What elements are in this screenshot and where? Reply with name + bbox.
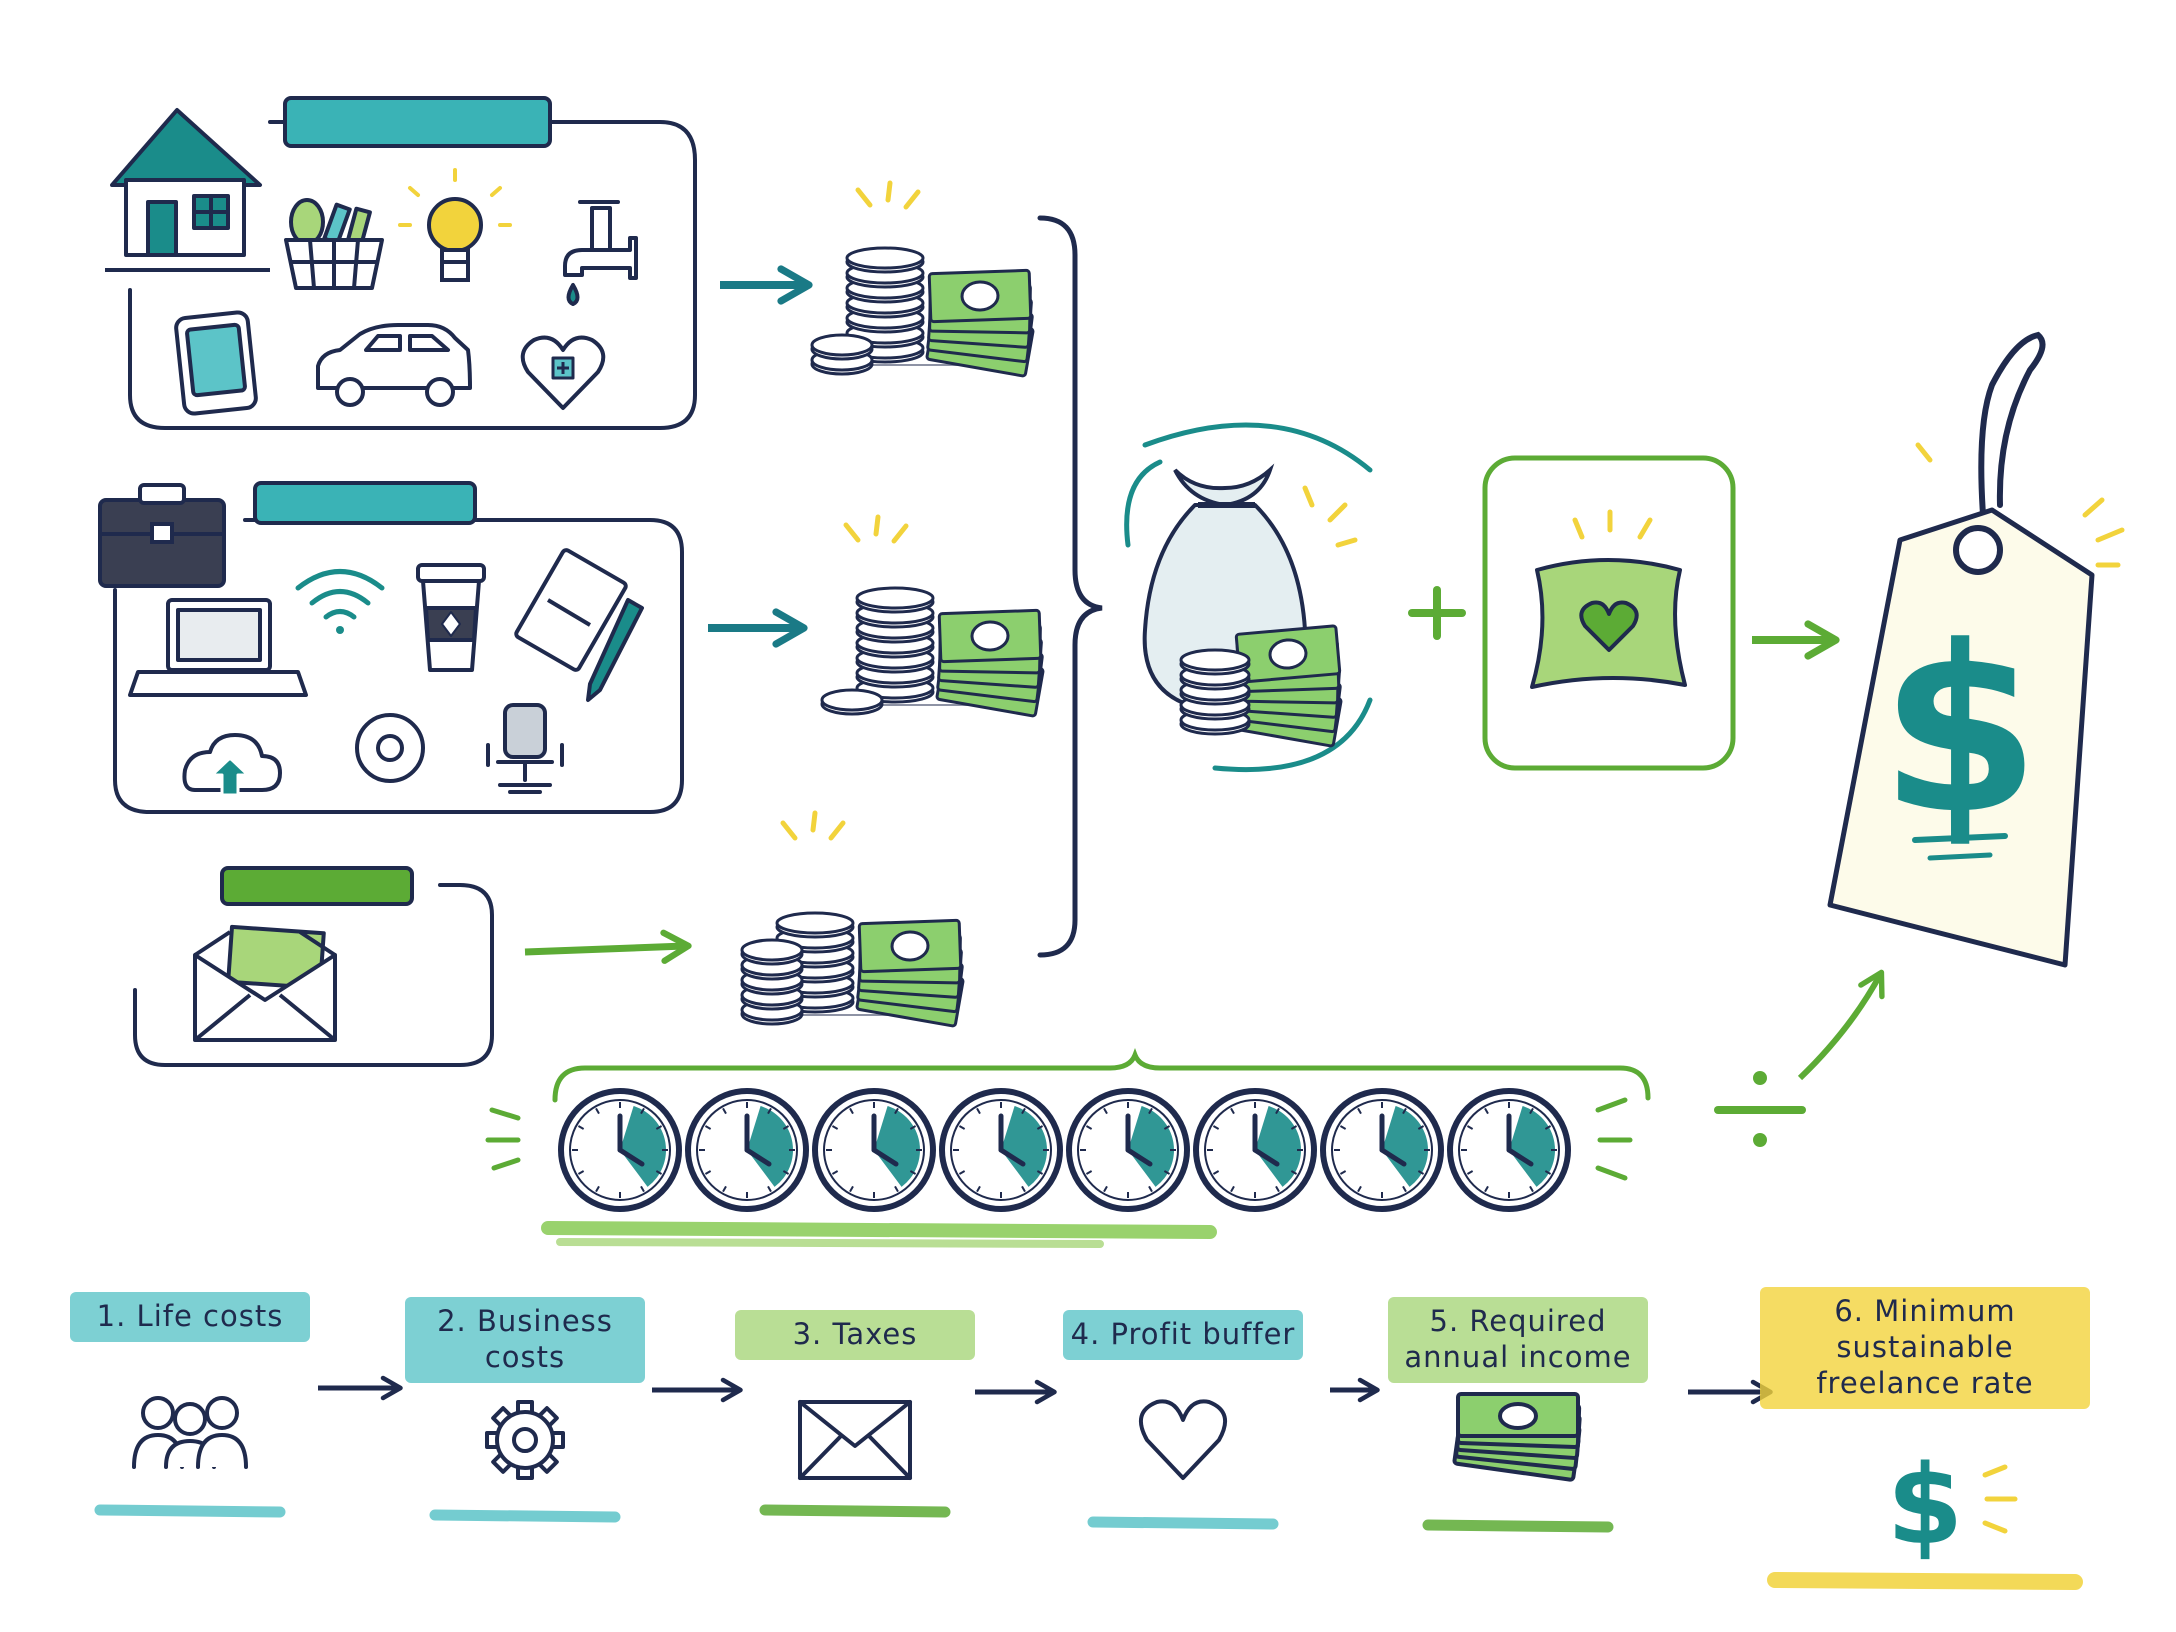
life-costs-title-bar	[283, 96, 552, 148]
step-highlight	[405, 1297, 645, 1383]
clock-icon	[1320, 1088, 1444, 1212]
step-underline	[1767, 1572, 2083, 1590]
spark-marks	[780, 180, 921, 841]
envelope-icon	[798, 1400, 912, 1480]
step-label: 5. Required	[1430, 1304, 1607, 1338]
coffee-cup-icon	[416, 563, 486, 672]
faucet-icon	[563, 200, 638, 306]
taxes-title-bar	[220, 866, 414, 906]
taxes-group	[133, 866, 494, 1067]
cash-icon	[1452, 1392, 1582, 1482]
clock-icon	[1447, 1088, 1571, 1212]
office-chair-icon	[486, 703, 564, 794]
wifi-icon	[295, 569, 385, 634]
heart-icon	[1138, 1399, 1228, 1480]
step-highlight	[1388, 1297, 1648, 1383]
price-tag-icon: $	[1827, 331, 2125, 968]
clock-icon	[558, 1088, 682, 1212]
lightbulb-icon	[398, 168, 512, 282]
briefcase-icon	[98, 483, 226, 588]
laptop-icon	[128, 598, 308, 697]
taxes-frame	[133, 883, 494, 1067]
business-costs-group	[98, 481, 684, 814]
heart-health-icon	[520, 335, 606, 410]
divide-to-tag-arrow	[1797, 969, 1885, 1081]
step-underline	[1422, 1519, 1614, 1533]
step-life: 1. Life costs	[70, 1292, 310, 1518]
step-underline	[429, 1509, 621, 1523]
step-label: 6. Minimum	[1834, 1294, 2015, 1328]
money-bag-icon	[1124, 422, 1373, 773]
svg-text:$: $	[1887, 1441, 1964, 1569]
sum-brace	[1037, 215, 1103, 958]
step-underline	[94, 1504, 286, 1518]
grocery-basket-icon	[284, 198, 384, 290]
pillow-heart-icon	[1530, 558, 1687, 689]
step-profit: 4. Profit buffer	[1063, 1310, 1303, 1530]
taxes-arrow	[524, 929, 692, 964]
taxes-money-stack	[740, 911, 965, 1028]
clock-icon	[812, 1088, 936, 1212]
step-label: 2. Business	[437, 1304, 613, 1338]
notebook-icon	[514, 548, 628, 672]
life-costs-group	[105, 96, 697, 430]
life-costs-money-stack	[810, 246, 1035, 378]
phone-icon	[174, 310, 258, 416]
plus-operator	[1408, 586, 1466, 640]
price-tag-dollar-sign: $	[1880, 598, 2040, 865]
gear-icon	[355, 713, 425, 783]
cloud-upload-icon	[182, 733, 282, 797]
clock-icon	[939, 1088, 1063, 1212]
house-icon	[105, 108, 270, 272]
step-highlight	[735, 1310, 975, 1360]
step-label: 4. Profit buffer	[1071, 1317, 1296, 1351]
gear-icon	[485, 1400, 565, 1480]
step-underline	[759, 1504, 951, 1518]
step-label: sustainable	[1836, 1330, 2013, 1364]
business-costs-money-stack	[820, 586, 1045, 718]
car-icon	[316, 323, 472, 407]
step-highlight	[1760, 1287, 2090, 1409]
divide-operator	[1714, 1071, 1806, 1147]
business-costs-title-bar	[253, 481, 477, 525]
hours-underline	[541, 1221, 1217, 1239]
hours-brace	[552, 1048, 1651, 1103]
step-label: annual income	[1404, 1340, 1631, 1374]
pen-icon	[586, 598, 644, 702]
envelope-icon	[193, 924, 337, 1042]
hours-spark-marks	[485, 1097, 1633, 1181]
hours-clocks	[558, 1088, 1571, 1212]
life-costs-frame	[128, 120, 697, 430]
people-icon	[132, 1396, 248, 1469]
business-costs-frame	[113, 518, 684, 814]
dollar-icon: $	[1887, 1441, 2018, 1569]
clock-icon	[1193, 1088, 1317, 1212]
step-label: 3. Taxes	[793, 1317, 918, 1351]
step-taxes: 3. Taxes	[735, 1310, 975, 1518]
step-highlight	[1063, 1310, 1303, 1360]
step-underline	[1087, 1516, 1279, 1530]
clock-icon	[685, 1088, 809, 1212]
profit-buffer-group	[1482, 455, 1736, 771]
step-label: freelance rate	[1816, 1366, 2033, 1400]
clock-icon	[1066, 1088, 1190, 1212]
step-label: costs	[485, 1340, 565, 1374]
step-label: 1. Life costs	[97, 1299, 284, 1333]
profit-buffer-frame	[1482, 455, 1736, 771]
step-highlight	[70, 1292, 310, 1342]
